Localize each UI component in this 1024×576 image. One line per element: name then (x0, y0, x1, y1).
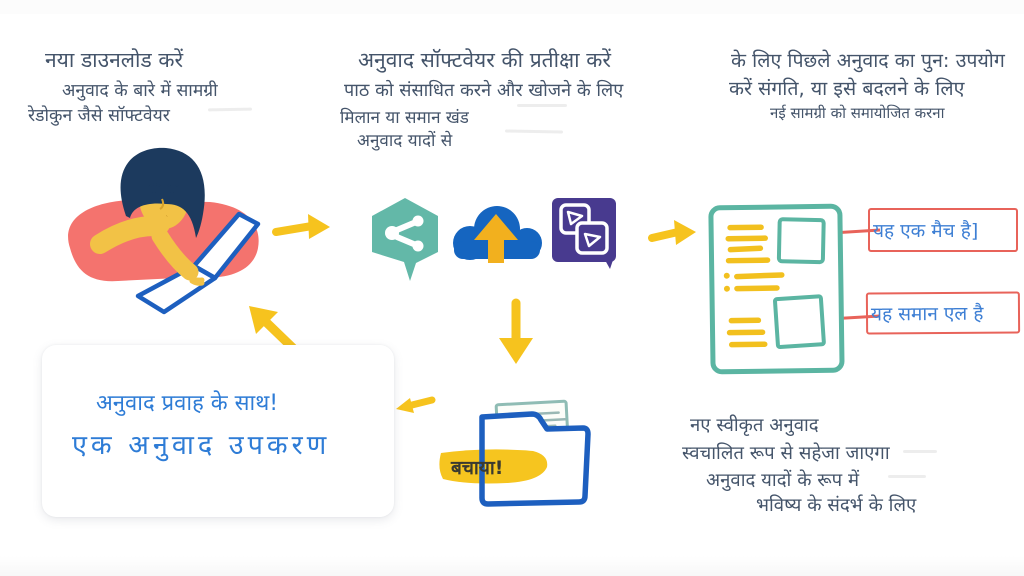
reuse-step-line3: नई सामग्री को समायोजित करना (770, 104, 945, 122)
document-image-slot-bottom (773, 294, 826, 350)
erased-text-artifact (888, 475, 926, 478)
process-step-line3: मिलान या समान खंड (340, 108, 469, 128)
download-step-heading: नया डाउनलोड करें (45, 48, 184, 72)
person-hand-keyboard (185, 273, 205, 286)
erased-text-artifact (517, 104, 567, 107)
erased-text-artifact (207, 107, 253, 112)
saved-folder-illustration: बचाया! (439, 399, 591, 507)
folder-outline (479, 411, 591, 507)
share-network-icon (372, 198, 438, 281)
erased-text-artifact (903, 450, 937, 453)
person-arm-typing (151, 227, 199, 281)
person-brow (148, 183, 161, 188)
top-edge-strip (0, 0, 1024, 14)
arrow-down (499, 298, 533, 364)
document-image-slot-top (776, 217, 826, 265)
saved-step-line3: अनुवाद यादों के रूप में (706, 470, 860, 491)
person-at-laptop-illustration (68, 147, 261, 315)
saved-badge-label: बचाया! (450, 457, 503, 479)
reuse-step-line1: के लिए पिछले अनुवाद का पुन: उपयोग (731, 49, 1005, 72)
document-illustration (708, 203, 845, 375)
tagline-line1: अनुवाद प्रवाह के साथ! (96, 391, 279, 416)
callout-similar-label: यह समान एल है (870, 302, 984, 326)
person-eye (169, 191, 175, 197)
saved-step-line1: नए स्वीकृत अनुवाद (690, 415, 819, 436)
person-brow (167, 183, 179, 187)
process-step-line4: अनुवाद यादों से (357, 131, 453, 151)
person-eye (151, 191, 157, 197)
saved-step-line4: भविष्य के संदर्भ के लिए (756, 495, 917, 516)
cloud-upload-icon (453, 206, 542, 263)
saved-step-line2: स्वचालित रूप से सहेजा जाएगा (682, 443, 890, 464)
callout-match: यह एक मैच है] (868, 208, 1018, 252)
download-step-line2: अनुवाद के बारे में सामग्री (62, 81, 218, 101)
callout-similar: यह समान एल है (865, 291, 1021, 335)
document-text-lines (725, 224, 785, 348)
process-step-line2: पाठ को संसाधित करने और खोजने के लिए (344, 80, 624, 101)
person-hair (120, 147, 205, 238)
saved-badge-blob (439, 449, 548, 484)
tagline-card: अनुवाद प्रवाह के साथ! एक अनुवाद उपकरण (42, 345, 394, 517)
arrow-to-card (396, 396, 436, 413)
bottom-edge-strip (0, 556, 1024, 576)
callout-match-label: यह एक मैच है] (873, 220, 979, 242)
erased-text-artifact (504, 129, 564, 134)
download-step-line3: रेडोकुन जैसे सॉफ्टवेयर (28, 106, 170, 126)
person-nose (159, 198, 165, 210)
translate-documents-icon (552, 198, 616, 269)
tagline-line2: एक अनुवाद उपकरण (72, 430, 331, 461)
arrow-right-2 (648, 220, 696, 245)
reuse-step-line2: करें संगति, या इसे बदलने के लिए (729, 77, 965, 100)
process-step-heading: अनुवाद सॉफ्टवेयर की प्रतीक्षा करें (358, 48, 611, 72)
